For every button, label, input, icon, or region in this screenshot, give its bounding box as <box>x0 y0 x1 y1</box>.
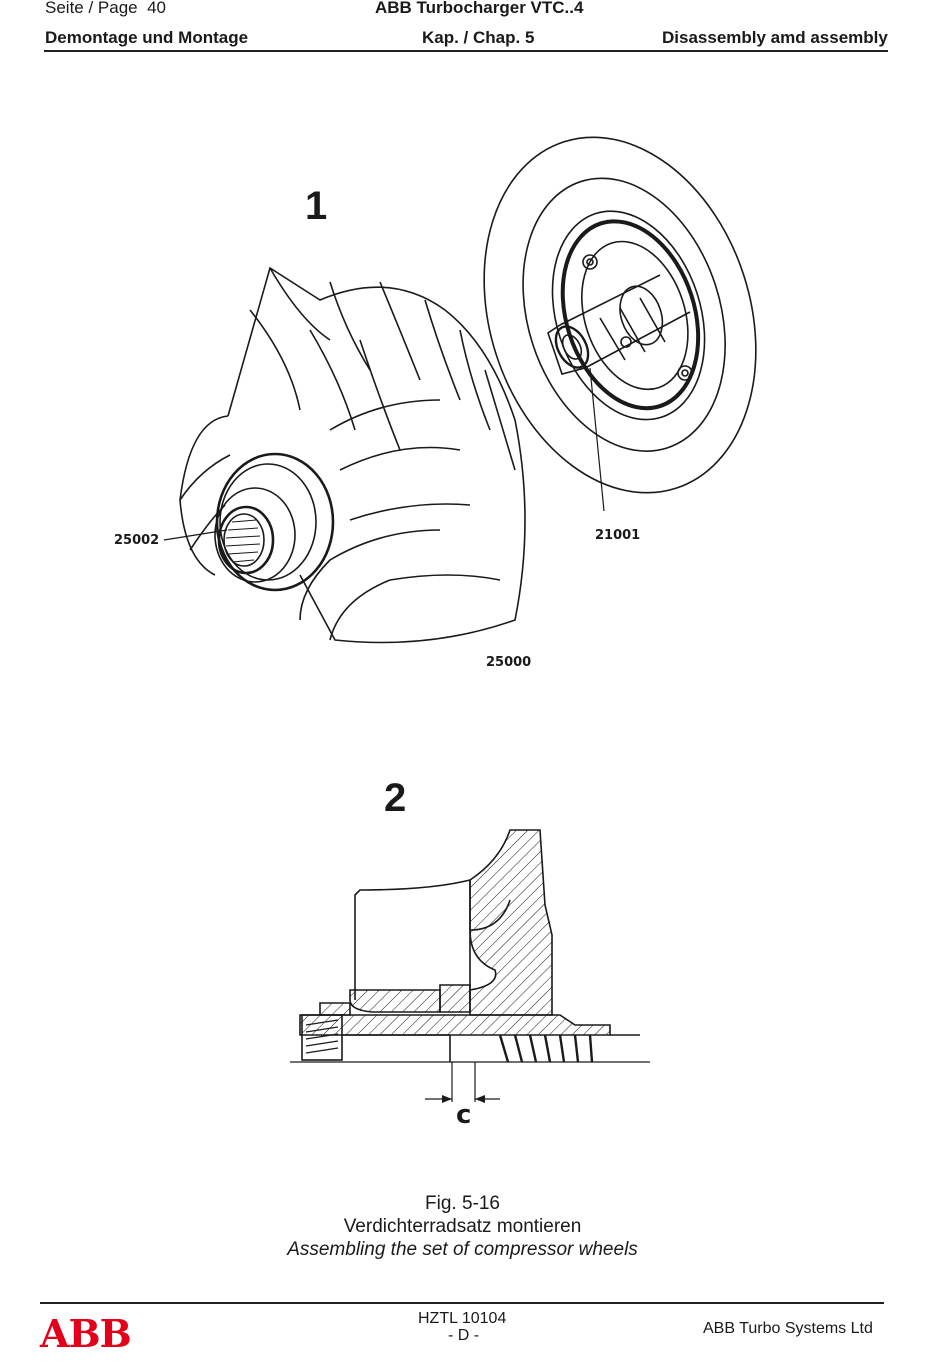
figure2-number: 2 <box>384 776 407 820</box>
compressor-wheel <box>179 266 526 644</box>
product-title: ABB Turbocharger VTC..4 <box>375 0 584 17</box>
page-label-text: Seite / Page <box>45 0 138 17</box>
page-label: Seite / Page 40 <box>45 0 166 18</box>
figure1-drawing <box>163 136 757 644</box>
figure-number: Fig. 5-16 <box>425 1193 500 1214</box>
callout-25000: 25000 <box>486 655 532 670</box>
header-rule <box>44 50 888 52</box>
chapter-label: Kap. / Chap. 5 <box>422 28 535 47</box>
caption-title-de: Verdichterradsatz montieren <box>343 1216 582 1237</box>
callout-21001: 21001 <box>595 528 641 543</box>
revision-label: - D - <box>448 1327 480 1344</box>
abb-logo: ABB <box>40 1311 132 1356</box>
company-name: ABB Turbo Systems Ltd <box>703 1320 873 1337</box>
caption-title-en: Assembling the set of compressor wheels <box>287 1239 638 1260</box>
doc-number: HZTL 10104 <box>418 1310 507 1327</box>
dimension-c-label: c <box>456 1100 472 1130</box>
figure1-number: 1 <box>305 184 328 228</box>
section-title-en: Disassembly amd assembly <box>662 28 888 47</box>
section-title-de: Demontage und Montage <box>45 28 249 47</box>
footer-rule <box>40 1302 884 1304</box>
callout-25002: 25002 <box>114 533 160 548</box>
page-number: 40 <box>147 0 166 17</box>
